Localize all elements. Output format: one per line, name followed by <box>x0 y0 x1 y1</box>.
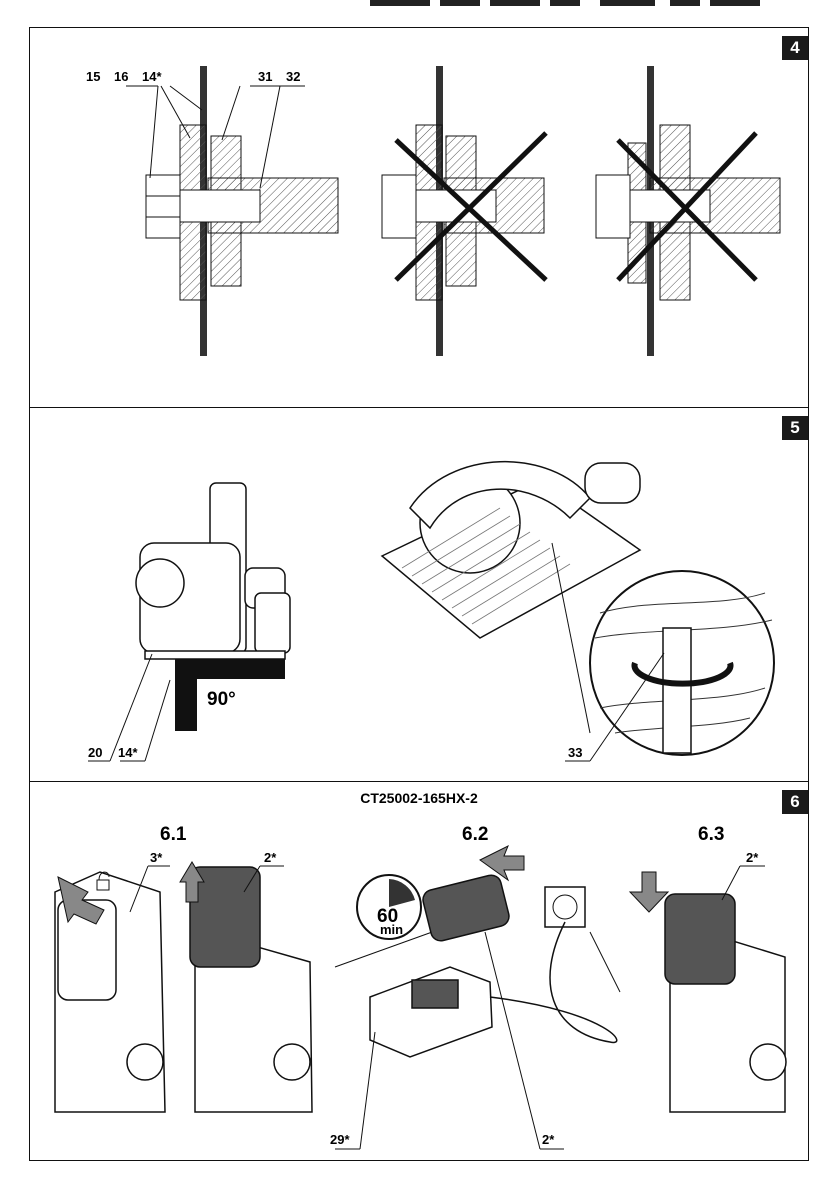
flange-diagram-correct: 15 16 14* 31 32 <box>86 66 338 356</box>
saw-battery-inserted <box>665 894 786 1112</box>
label-16: 16 <box>114 69 128 84</box>
saw-battery-removed <box>190 867 312 1112</box>
label-14-star-b: 14* <box>118 745 138 760</box>
label-31: 31 <box>258 69 272 84</box>
label-20: 20 <box>88 745 102 760</box>
bevel-adjust-diagrams: 90° 20 14* <box>30 408 810 782</box>
label-2-star-c: 2* <box>746 850 759 865</box>
step-6-1: 6.1 <box>160 824 187 845</box>
angle-90-label: 90° <box>207 689 236 710</box>
flange-assembly-diagrams: 15 16 14* 31 32 <box>30 28 810 408</box>
instruction-page-frame: 4 <box>29 27 809 1161</box>
label-32: 32 <box>286 69 300 84</box>
label-29-star: 29* <box>330 1132 350 1147</box>
label-3-star: 3* <box>150 850 163 865</box>
label-14-star: 14* <box>142 69 162 84</box>
power-cord <box>490 922 617 1042</box>
battery-pack <box>421 873 511 943</box>
panel-6: 6 CT25002-165HX-2 6.1 6.2 6.3 3* <box>30 782 808 1160</box>
footer-print-marks <box>370 0 760 6</box>
timer-unit: min <box>380 922 403 937</box>
panel-4: 4 <box>30 28 808 408</box>
battery-charge-diagrams: 6.1 6.2 6.3 3* 2* <box>30 782 810 1160</box>
unlock-icon <box>97 880 109 890</box>
square-tool-leg <box>175 659 197 731</box>
charger <box>370 967 492 1057</box>
saw-front-view <box>136 483 290 659</box>
step-6-3: 6.3 <box>698 824 724 845</box>
label-33: 33 <box>568 745 582 760</box>
insert-arrow-icon <box>480 846 524 880</box>
label-15: 15 <box>86 69 100 84</box>
flange-diagram-wrong-1 <box>382 66 546 356</box>
panel-5: 5 90° 20 14* <box>30 408 808 782</box>
step-6-2: 6.2 <box>462 824 488 845</box>
flange-diagram-wrong-2 <box>596 66 780 356</box>
screwdriver <box>663 628 691 753</box>
push-down-arrow-icon <box>630 872 668 912</box>
saw-baseplate-view <box>382 462 640 638</box>
label-2-star-a: 2* <box>264 850 277 865</box>
label-2-star-b: 2* <box>542 1132 555 1147</box>
